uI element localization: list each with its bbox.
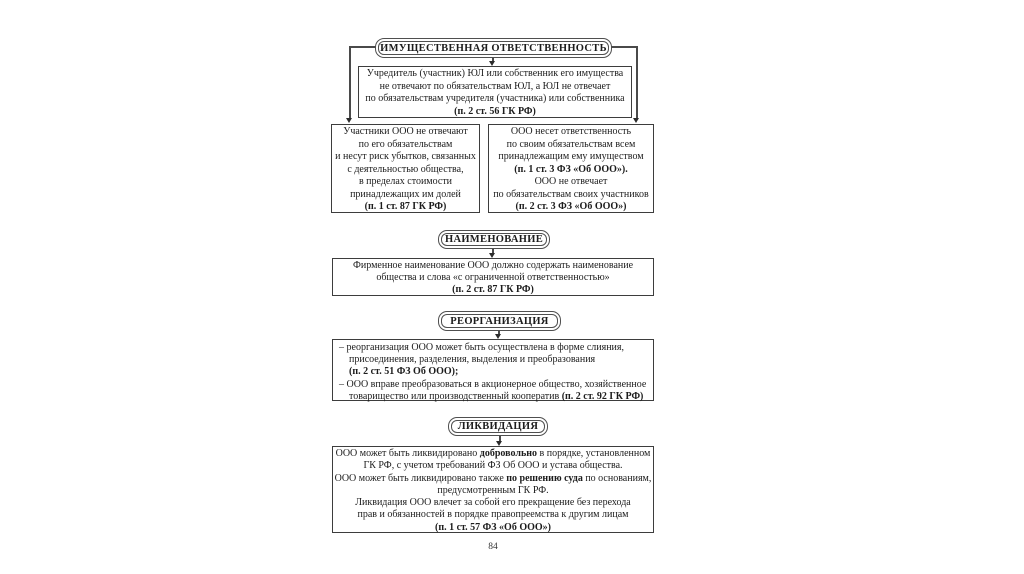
text-line: ООО несет ответственность bbox=[510, 126, 632, 137]
text-line: предусмотренным ГК РФ. bbox=[437, 484, 549, 496]
naming-heading-label: НАИМЕНОВАНИЕ bbox=[441, 233, 547, 246]
arrow-down-icon bbox=[489, 61, 495, 66]
text-line: по обязательствам своих участников bbox=[493, 188, 649, 200]
liquidation-heading-label: ЛИКВИДАЦИЯ bbox=[451, 420, 545, 433]
text-line: присоединения, разделения, выделения и п… bbox=[349, 354, 596, 366]
founder-liability-box: Учредитель (участник) ЮЛ или собственник… bbox=[358, 66, 632, 118]
text-segment: ООО может быть ликвидировано также bbox=[334, 472, 507, 484]
text-line: ООО может быть ликвидировано добровольно… bbox=[333, 448, 653, 460]
text-line: прав и обязанностей в порядке правопреем… bbox=[357, 509, 629, 521]
text-line: товарищество или производственный коопер… bbox=[333, 391, 653, 403]
text-line: ООО не отвечает bbox=[534, 176, 608, 187]
text-line: по обязательствам учредителя (участника)… bbox=[365, 93, 625, 104]
citation: (п. 1 ст. 3 ФЗ «Об ООО»). bbox=[514, 163, 628, 175]
citation: (п. 1 ст. 57 ФЗ «Об ООО») bbox=[434, 521, 551, 533]
naming-box: Фирменное наименование ООО должно содерж… bbox=[332, 258, 654, 296]
text-line: в пределах стоимости bbox=[358, 176, 453, 187]
liquidation-box: ООО может быть ликвидировано добровольно… bbox=[332, 446, 654, 533]
text-line: ООО может быть ликвидировано также по ре… bbox=[333, 473, 653, 485]
liability-heading: ИМУЩЕСТВЕННАЯ ОТВЕТСТВЕННОСТЬ bbox=[375, 38, 612, 58]
connector-reorganization bbox=[498, 331, 500, 335]
text-segment-bold: добровольно bbox=[479, 448, 537, 459]
text-line: – ООО вправе преобразоваться в акционерн… bbox=[339, 378, 647, 390]
text-line: по своим обязательствам всем bbox=[506, 138, 636, 150]
text-line: Ликвидация ООО влечет за собой его прекр… bbox=[355, 497, 631, 509]
citation: (п. 2 ст. 51 ФЗ Об ООО); bbox=[349, 366, 459, 378]
text-line: Фирменное наименование ООО должно содерж… bbox=[352, 260, 634, 271]
arrow-down-icon bbox=[489, 253, 495, 258]
company-liability-box: ООО несет ответственность по своим обяза… bbox=[488, 124, 654, 213]
citation: (п. 2 ст. 92 ГК РФ) bbox=[561, 390, 644, 402]
text-line: ГК РФ, с учетом требований ФЗ Об ООО и у… bbox=[363, 460, 623, 472]
arrow-down-icon bbox=[633, 118, 639, 123]
text-line: принадлежащих им долей bbox=[350, 188, 461, 200]
arrow-down-icon bbox=[496, 441, 502, 446]
text-line: Учредитель (участник) ЮЛ или собственник… bbox=[366, 68, 624, 79]
text-segment: ООО может быть ликвидировано bbox=[335, 448, 480, 459]
text-line: не отвечают по обязательствам ЮЛ, а ЮЛ н… bbox=[379, 80, 611, 92]
reorganization-heading-label: РЕОРГАНИЗАЦИЯ bbox=[441, 314, 558, 328]
connector-right-horizontal bbox=[611, 46, 638, 48]
liability-heading-label: ИМУЩЕСТВЕННАЯ ОТВЕТСТВЕННОСТЬ bbox=[378, 41, 609, 55]
text-line: с деятельностью общества, bbox=[347, 163, 464, 175]
connector-liquidation bbox=[499, 436, 501, 441]
connector-left-horizontal bbox=[349, 46, 376, 48]
text-line: – реорганизация ООО может быть осуществл… bbox=[339, 342, 624, 353]
reorganization-box: – реорганизация ООО может быть осуществл… bbox=[332, 339, 654, 403]
participants-liability-box: Участники ООО не отвечают по его обязате… bbox=[331, 124, 480, 213]
liquidation-heading: ЛИКВИДАЦИЯ bbox=[448, 417, 548, 436]
citation: (п. 2 ст. 3 ФЗ «Об ООО») bbox=[515, 201, 627, 212]
arrow-down-icon bbox=[346, 118, 352, 123]
naming-heading: НАИМЕНОВАНИЕ bbox=[438, 230, 550, 249]
connector-right-vertical bbox=[636, 46, 638, 118]
text-segment: по основаниям, bbox=[582, 472, 652, 484]
text-segment: в порядке, установленном bbox=[537, 448, 651, 459]
text-line: и несут риск убытков, связанных bbox=[335, 151, 476, 162]
citation: (п. 1 ст. 87 ГК РФ) bbox=[364, 201, 447, 212]
citation: (п. 2 ст. 87 ГК РФ) bbox=[452, 284, 534, 295]
connector-naming bbox=[492, 249, 494, 254]
citation: (п. 2 ст. 56 ГК РФ) bbox=[454, 105, 536, 117]
text-line: принадлежащим ему имуществом bbox=[498, 151, 644, 162]
text-segment: товарищество или производственный коопер… bbox=[349, 390, 562, 402]
text-line: общества и слова «с ограниченной ответст… bbox=[376, 272, 610, 283]
text-line: по его обязательствам bbox=[358, 138, 453, 150]
connector-left-vertical bbox=[349, 46, 351, 118]
page-number: 84 bbox=[488, 542, 498, 552]
connector-center-liability bbox=[492, 57, 494, 62]
arrow-down-icon bbox=[495, 334, 501, 339]
text-segment-bold: по решению суда bbox=[506, 472, 583, 484]
text-line: Участники ООО не отвечают bbox=[343, 126, 468, 137]
reorganization-heading: РЕОРГАНИЗАЦИЯ bbox=[438, 311, 561, 331]
